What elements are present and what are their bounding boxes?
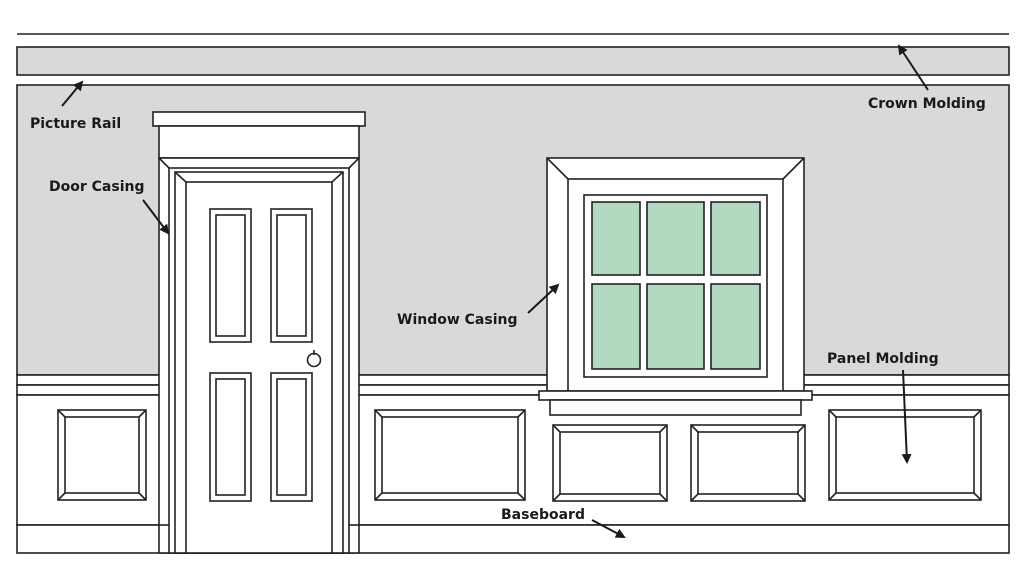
window-stool (538, 390, 813, 401)
doorknob-icon (306, 350, 322, 368)
door-assembly (152, 111, 366, 554)
label-window-casing: Window Casing (397, 312, 518, 328)
arrow-icon (591, 519, 626, 538)
panel-4 (690, 424, 806, 502)
arrow-icon (61, 80, 84, 107)
arrow-icon (897, 44, 929, 91)
panel-1 (57, 409, 147, 501)
arrow-icon (901, 369, 912, 464)
label-picture-rail: Picture Rail (30, 116, 121, 132)
arrows (61, 44, 929, 538)
label-baseboard: Baseboard (501, 507, 585, 523)
panel-3 (552, 424, 668, 502)
door-header (158, 125, 360, 159)
crown-molding (16, 33, 1010, 76)
label-panel-molding: Panel Molding (827, 351, 939, 367)
door-header-cap (152, 111, 366, 127)
label-crown-molding: Crown Molding (868, 96, 986, 112)
window-glass (591, 201, 761, 370)
arrow-icon (142, 199, 170, 235)
panel-moldings (57, 409, 982, 502)
window-apron (549, 399, 802, 416)
panel-2 (374, 409, 526, 501)
label-door-casing: Door Casing (49, 179, 144, 195)
arrow-icon (527, 283, 560, 314)
